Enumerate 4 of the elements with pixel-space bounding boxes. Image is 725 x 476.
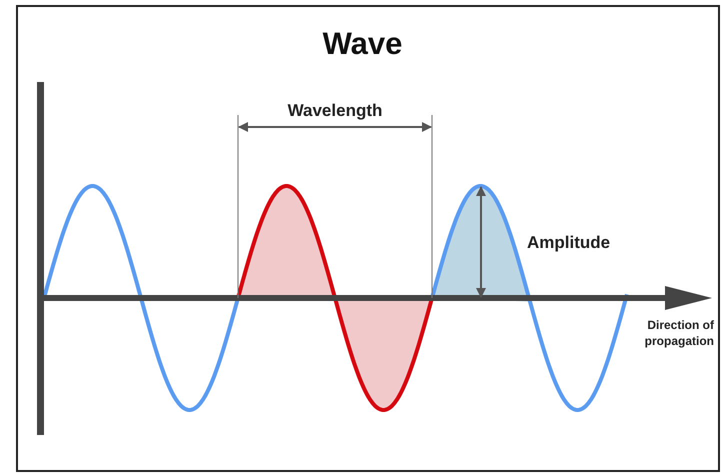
dimension-label: Amplitude <box>527 232 610 254</box>
dimension-label: Direction of propagation <box>644 318 714 350</box>
title: Wave <box>322 26 404 62</box>
dimension-label: Wavelength <box>286 100 384 122</box>
